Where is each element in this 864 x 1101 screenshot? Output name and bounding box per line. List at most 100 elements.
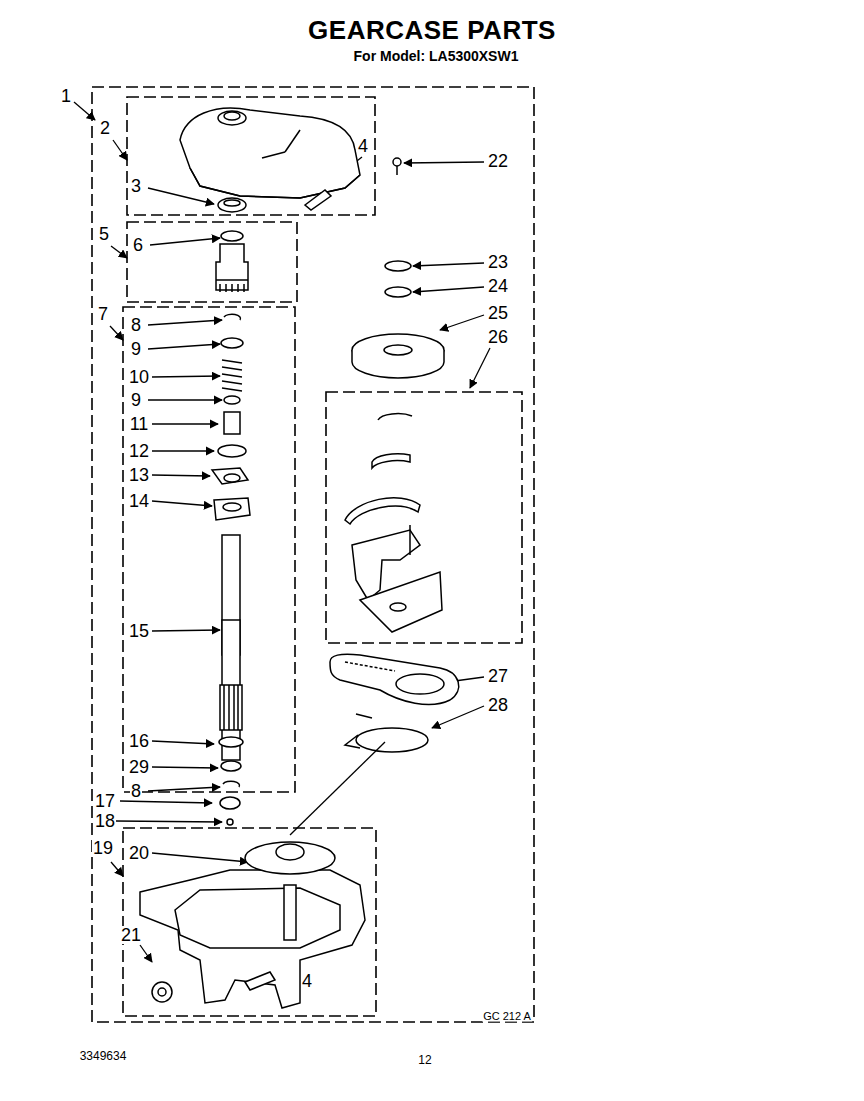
- callout-number: 26: [487, 328, 509, 346]
- callout-number: 14: [128, 492, 150, 510]
- callout-number: 25: [487, 304, 509, 322]
- leader-line: [290, 742, 385, 835]
- leader-line: [152, 741, 214, 744]
- leader-line: [116, 821, 222, 822]
- leader-line: [152, 501, 212, 506]
- callout-number: 9: [130, 340, 142, 358]
- callout-number: 16: [128, 732, 150, 750]
- group-outline: [123, 828, 376, 1016]
- callout-number: 29: [128, 758, 150, 776]
- leader-line: [113, 140, 127, 160]
- part-drawing: [175, 888, 340, 948]
- callout-number: 8: [130, 316, 142, 334]
- leader-line: [111, 862, 123, 876]
- callout-number: 4: [301, 972, 313, 990]
- part-drawing: [220, 685, 242, 730]
- part-drawing: [384, 345, 412, 355]
- leader-line: [148, 399, 222, 400]
- part-drawing: [385, 261, 411, 271]
- part-drawing: [393, 158, 401, 166]
- callout-number: 13: [128, 466, 150, 484]
- diagram-title: GEARCASE PARTS: [308, 17, 556, 43]
- part-drawing: [218, 445, 246, 457]
- part-drawing: [158, 988, 166, 996]
- callout-number: 3: [130, 177, 142, 195]
- part-drawing: [390, 603, 406, 611]
- callout-number: 21: [120, 926, 142, 944]
- leader-line: [140, 945, 152, 962]
- leader-line: [120, 801, 212, 803]
- part-drawing: [262, 152, 285, 158]
- leader-line: [74, 102, 95, 120]
- callout-number: 18: [94, 812, 116, 830]
- leader-line: [152, 630, 220, 631]
- group-outline: [92, 87, 534, 1022]
- callout-number: 4: [357, 137, 369, 155]
- part-drawing: [409, 525, 411, 555]
- group-outline: [127, 97, 375, 215]
- part-drawing: [224, 200, 240, 206]
- leader-line: [74, 102, 490, 981]
- part-drawing: [221, 761, 241, 771]
- part-drawing: [224, 112, 240, 120]
- leader-line: [150, 238, 220, 245]
- leader-line: [111, 246, 127, 258]
- part-drawing: [220, 797, 240, 809]
- part-drawing: [180, 108, 360, 198]
- part-drawing: [140, 870, 365, 1008]
- leader-line: [152, 450, 214, 451]
- part-drawing: [223, 781, 240, 787]
- part-drawing: [305, 190, 331, 210]
- callout-number: 20: [128, 844, 150, 862]
- part-drawing: [224, 396, 240, 404]
- part-drawing: [378, 414, 412, 420]
- page-number: 12: [417, 1054, 432, 1066]
- part-drawing: [190, 168, 360, 198]
- callout-number: 2: [99, 119, 111, 137]
- part-drawing: [140, 108, 459, 1008]
- callout-number: 10: [128, 368, 150, 386]
- callout-number: 8: [130, 782, 142, 800]
- part-drawing: [276, 844, 304, 860]
- part-drawing: [360, 572, 442, 632]
- leader-line: [152, 475, 210, 476]
- part-drawing: [245, 972, 275, 990]
- leader-line: [148, 787, 220, 791]
- callout-number: 27: [487, 667, 509, 685]
- callout-number: 24: [487, 277, 509, 295]
- leader-line: [432, 706, 484, 728]
- part-drawing: [385, 287, 411, 297]
- part-drawing: [216, 280, 248, 292]
- part-drawing: [212, 468, 248, 484]
- callout-number: 5: [98, 225, 110, 243]
- part-drawing: [224, 685, 238, 730]
- model-line: For Model: LA5300XSW1: [353, 49, 520, 63]
- leader-line: [413, 287, 484, 292]
- group-outline: [326, 392, 522, 643]
- part-drawing: [223, 503, 241, 511]
- leader-line: [148, 320, 222, 325]
- figure-code: GC 212 A: [482, 1011, 532, 1022]
- part-drawing: [396, 166, 398, 175]
- part-drawing: [152, 982, 172, 1002]
- leader-line: [152, 853, 248, 862]
- part-drawing: [245, 842, 335, 874]
- leader-line: [413, 263, 484, 266]
- leader-line: [404, 162, 484, 163]
- leader-line: [148, 188, 214, 204]
- part-drawing: [330, 654, 459, 704]
- part-drawing: [218, 198, 246, 212]
- part-drawing: [214, 498, 250, 520]
- leader-line: [152, 423, 218, 424]
- leader-line: [110, 326, 123, 340]
- callout-number: 19: [92, 839, 114, 857]
- callout-number: 15: [128, 622, 150, 640]
- group-outline: [123, 307, 295, 792]
- part-drawing: [224, 412, 240, 434]
- part-drawing: [224, 474, 240, 482]
- leader-line: [152, 376, 220, 377]
- callout-number: 28: [487, 696, 509, 714]
- document-number: 3349634: [79, 1050, 128, 1062]
- part-drawing: [345, 714, 372, 748]
